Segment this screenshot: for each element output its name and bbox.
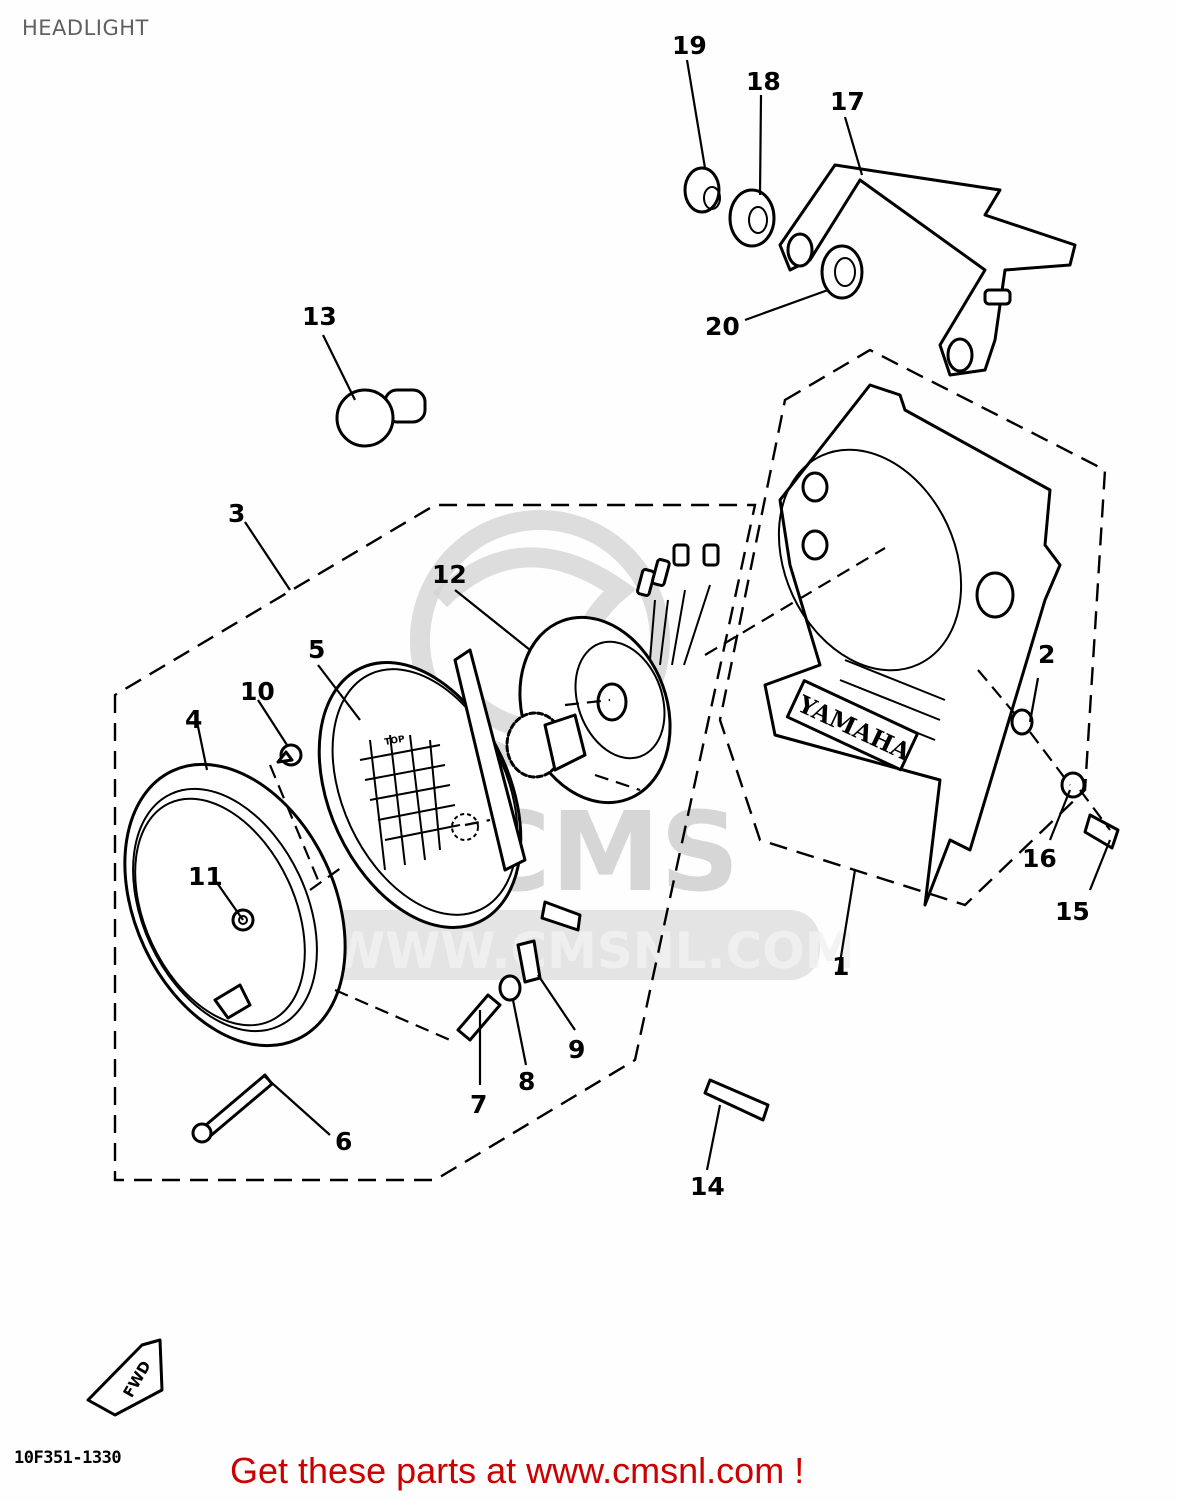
callout-17: 17 [830, 87, 865, 116]
promo-link[interactable]: Get these parts at www.cmsnl.com ! [230, 1450, 805, 1491]
callout-15: 15 [1055, 897, 1090, 926]
assembly-1-outline [718, 348, 1107, 907]
callout-4: 4 [185, 705, 202, 734]
callout-19: 19 [672, 31, 707, 60]
callout-7: 7 [470, 1090, 487, 1119]
assembly-3-outline [113, 503, 757, 1182]
part-20-grommet [820, 244, 864, 300]
callout-8: 8 [518, 1067, 535, 1096]
assembly-dash-lines [268, 547, 1111, 1042]
pilot-bulb [540, 900, 582, 932]
part-15-screw [1083, 813, 1120, 850]
callout-leaders [193, 59, 1112, 1171]
callout-9: 9 [568, 1035, 585, 1064]
callout-5: 5 [308, 635, 325, 664]
callout-11: 11 [188, 862, 223, 891]
callout-6: 6 [335, 1127, 352, 1156]
callout-12: 12 [432, 560, 467, 589]
headlight-lens-part: TOP [317, 648, 527, 929]
part-16-washer [1060, 771, 1086, 799]
callout-3: 3 [228, 499, 245, 528]
headlight-cowl-part: YAMAHA [763, 383, 1062, 907]
page-title: HEADLIGHT [22, 16, 149, 40]
callout-numbers: 1 2 3 4 5 6 7 8 9 10 11 12 13 14 15 16 1… [185, 31, 1090, 1201]
watermark-url: WWW.CMSNL.COM [330, 922, 855, 980]
part-2-grommet [1010, 708, 1034, 736]
part-18-grommet [728, 188, 776, 248]
callout-13: 13 [302, 302, 337, 331]
catalog-code: 10F351-1330 [14, 1448, 122, 1468]
bulb-socket-part [505, 543, 720, 805]
headlight-bracket-part [778, 163, 1077, 377]
callout-18: 18 [746, 67, 781, 96]
part-8-washer [498, 974, 522, 1002]
part-19-collar [683, 166, 721, 214]
part-13-bulb [335, 388, 427, 448]
callout-1: 1 [832, 952, 849, 981]
callout-2: 2 [1038, 640, 1055, 669]
headlight-rim-part [123, 762, 347, 1048]
callout-16: 16 [1022, 844, 1057, 873]
part-14-bulb [703, 1078, 770, 1122]
callout-14: 14 [690, 1172, 725, 1201]
lens-top-marking: TOP [384, 734, 406, 747]
part-6-adjusting-screw [191, 1073, 274, 1144]
callout-20: 20 [705, 312, 740, 341]
part-10-screw [276, 743, 303, 767]
callout-10: 10 [240, 677, 275, 706]
fwd-arrow-icon: FWD [86, 1338, 164, 1417]
